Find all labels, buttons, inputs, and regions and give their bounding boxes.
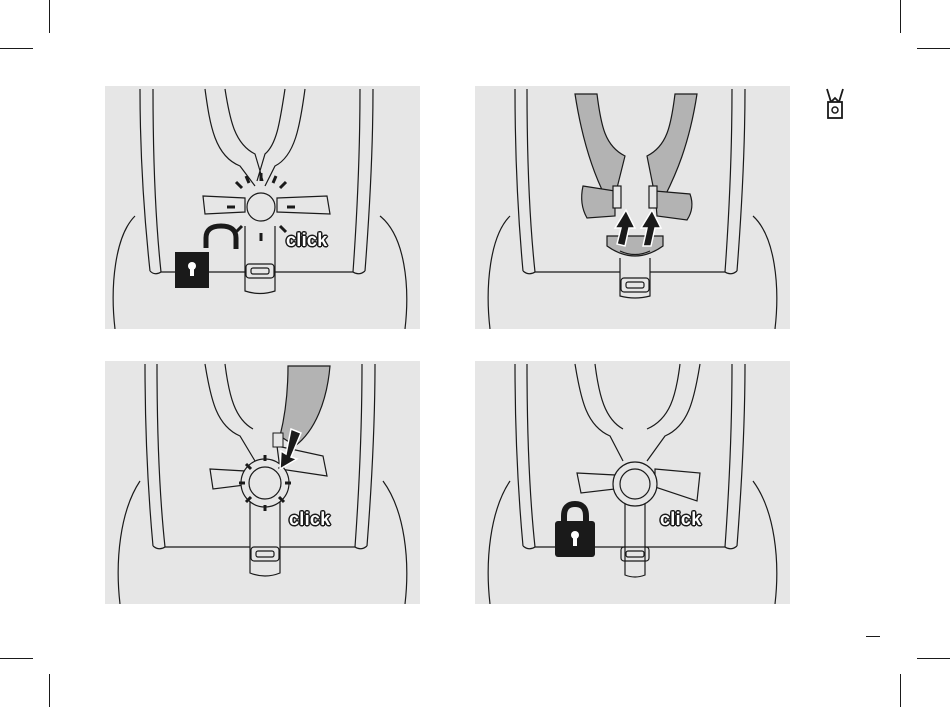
- crop-mark: [49, 0, 50, 33]
- crop-mark: [49, 674, 50, 707]
- crop-mark: [900, 674, 901, 707]
- crop-mark: [0, 658, 33, 659]
- click-label: click: [289, 509, 331, 530]
- crop-mark: [917, 48, 950, 49]
- click-label: click: [286, 230, 328, 251]
- click-label: click: [660, 509, 702, 530]
- step-1-panel: click: [105, 86, 420, 329]
- step-4-illustration: [475, 361, 790, 604]
- crop-mark: [917, 658, 950, 659]
- padlock-closed-icon: [555, 504, 595, 557]
- harness-clip-icon: [824, 88, 846, 120]
- crop-mark: [900, 0, 901, 33]
- crop-mark: [0, 48, 33, 49]
- step-1-illustration: [105, 86, 420, 329]
- step-2-panel: [475, 86, 790, 329]
- step-3-illustration: [105, 361, 420, 604]
- step-3-panel: click: [105, 361, 420, 604]
- padlock-open-icon: [175, 226, 236, 288]
- step-4-panel: click: [475, 361, 790, 604]
- page-marker: [866, 636, 880, 637]
- step-2-illustration: [475, 86, 790, 329]
